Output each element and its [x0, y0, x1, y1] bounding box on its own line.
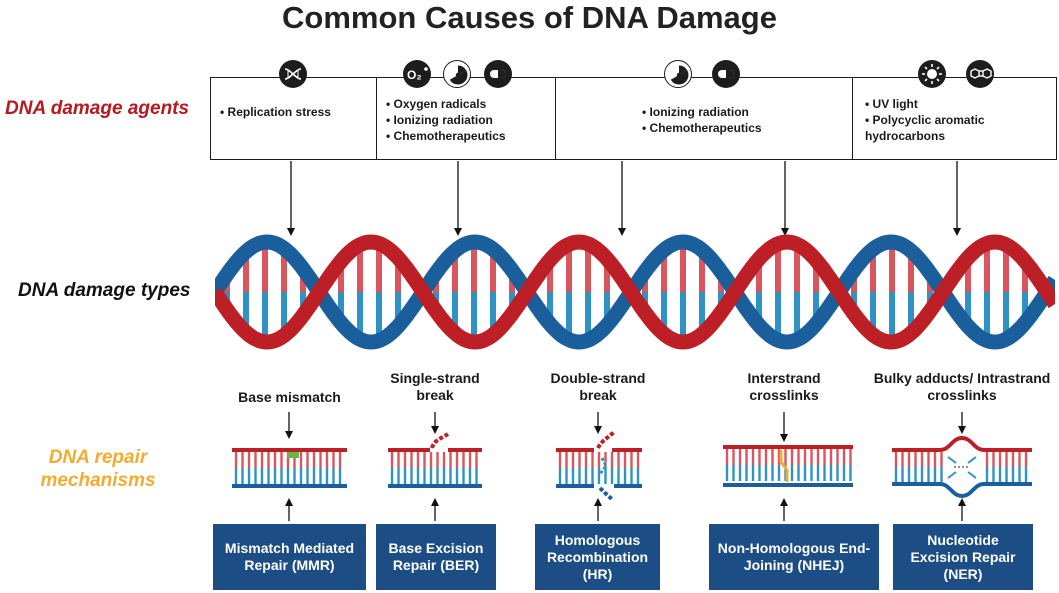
- damage-type-label: Base mismatch: [238, 389, 341, 405]
- repair-mmr: Mismatch Mediated Repair (MMR): [213, 524, 366, 590]
- agent-item: Replication stress: [220, 104, 376, 120]
- dna-icon: [279, 60, 307, 88]
- repair-hr: Homologous Recombination (HR): [535, 524, 660, 590]
- damage-type-label: Double-strand break: [550, 370, 646, 403]
- pill-icon: [484, 60, 512, 88]
- agent-item: Oxygen radicals: [386, 96, 555, 112]
- repair-nhej: Non-Homologous End-Joining (NHEJ): [709, 524, 879, 590]
- bulky-adduct-dna: [892, 435, 1032, 499]
- damage-type-label: Single-strand break: [390, 370, 480, 403]
- agent-item: Chemotherapeutics: [642, 120, 852, 136]
- repair-ner: Nucleotide Excision Repair (NER): [893, 524, 1033, 590]
- damage-type-label: Interstrand crosslinks: [747, 370, 821, 403]
- helix-red-strand: [215, 234, 1055, 350]
- single-strand-break-dna: [388, 432, 482, 488]
- agent-box-oxidative: Oxygen radicals Ionizing radiation Chemo…: [376, 77, 556, 160]
- pill-icon: [712, 60, 740, 88]
- agent-item: Chemotherapeutics: [386, 128, 555, 144]
- page-title: Common Causes of DNA Damage: [282, 0, 777, 35]
- agent-box-radiation: Ionizing radiation Chemotherapeutics: [555, 77, 853, 160]
- double-strand-break-dna: [556, 430, 642, 500]
- mismatch-dna: [232, 448, 347, 488]
- agent-item: Ionizing radiation: [386, 112, 555, 128]
- agent-item: UV light: [865, 96, 1045, 112]
- repair-ber: Base Excision Repair (BER): [376, 524, 496, 590]
- dna-helix: [215, 234, 1055, 350]
- repair-row-label: DNA repair mechanisms: [40, 447, 156, 491]
- hydrocarbon-ring-icon: [966, 60, 994, 88]
- radiation-icon: [664, 60, 692, 88]
- oxygen-radical-icon: O₂: [403, 60, 431, 88]
- sun-icon: [918, 60, 946, 88]
- agent-box-replication: Replication stress: [210, 77, 377, 160]
- agent-item: Ionizing radiation: [642, 104, 852, 120]
- agent-box-uv: UV light Polycyclic aromatic hydrocarbon…: [852, 77, 1057, 160]
- o2-label: O₂: [407, 68, 422, 82]
- agents-row-label: DNA damage agents: [5, 98, 190, 119]
- agent-item: Polycyclic aromatic hydrocarbons: [865, 112, 1045, 144]
- damage-type-label: Bulky adducts/ Intrastrand crosslinks: [873, 370, 1051, 403]
- types-row-label: DNA damage types: [18, 280, 191, 301]
- radiation-icon: [443, 60, 471, 88]
- interstrand-crosslink-dna: [723, 445, 853, 487]
